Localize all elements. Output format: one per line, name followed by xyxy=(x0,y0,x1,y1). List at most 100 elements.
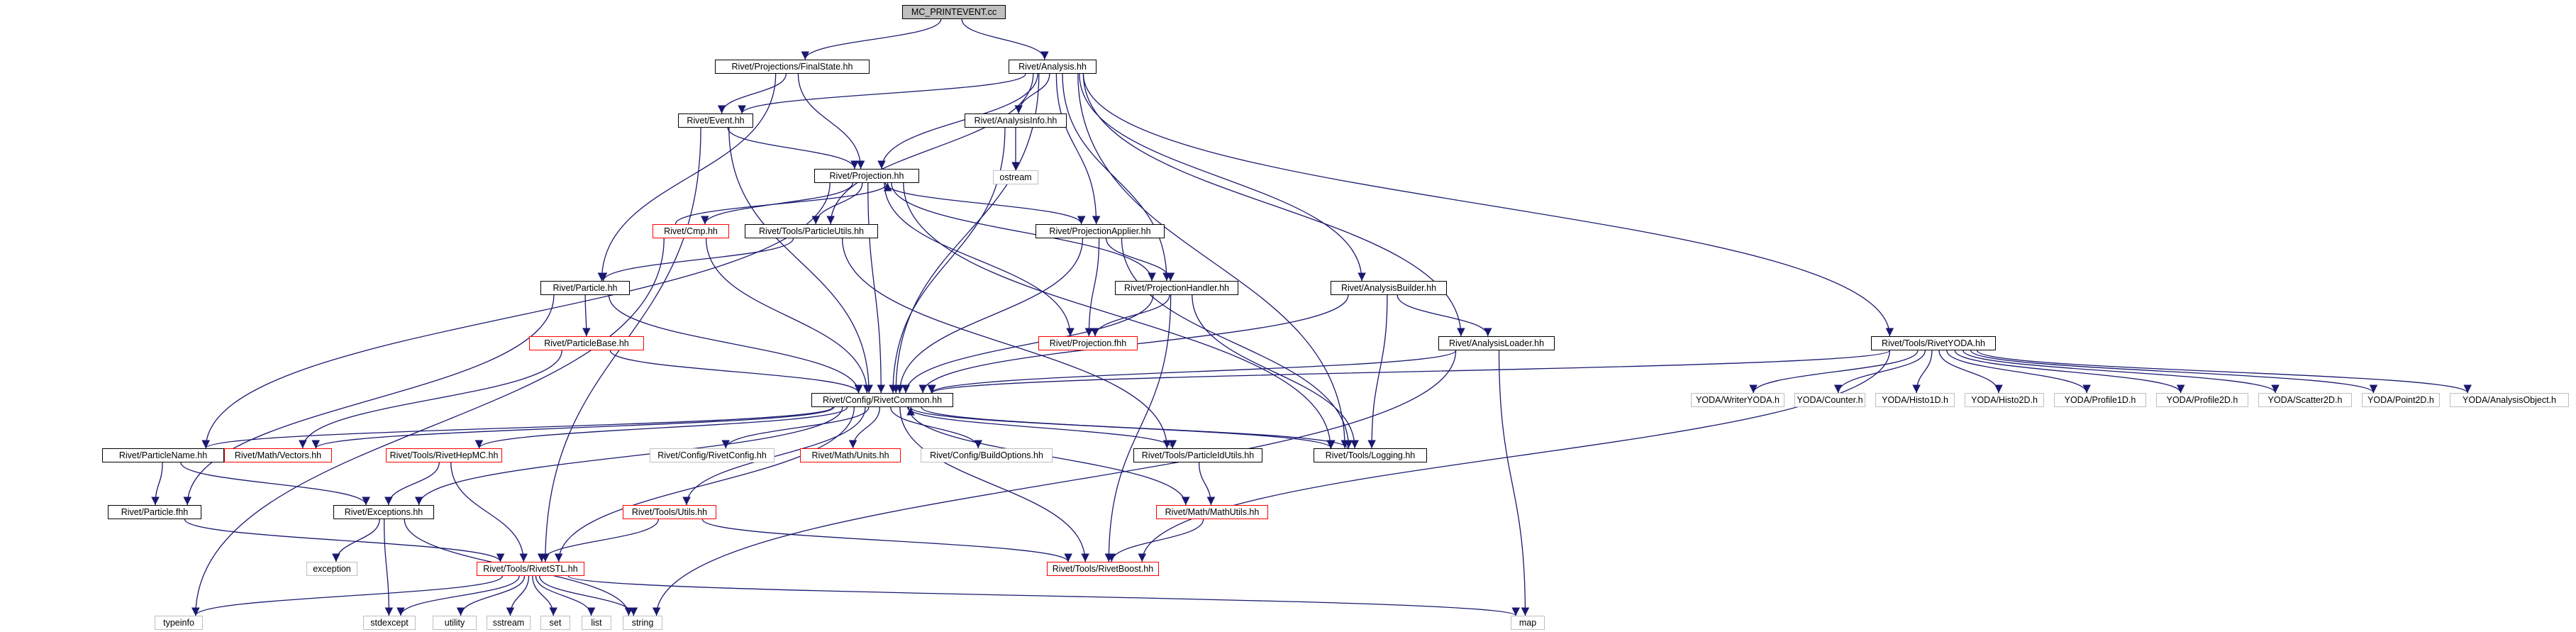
node-finalstate-hh[interactable]: Rivet/Projections/FinalState.hh xyxy=(715,60,870,74)
edge-rivetyoda-to-profile2d xyxy=(1954,350,2185,394)
node-profile1d-h: YODA/Profile1D.h xyxy=(2054,393,2146,407)
edge-rivetcommon-to-particlename xyxy=(201,406,833,449)
edge-particle-to-particlefhh xyxy=(183,294,555,506)
edge-projapplier-to-projfhh xyxy=(1084,238,1100,337)
node-analysisobject-h: YODA/AnalysisObject.h xyxy=(2450,393,2569,407)
edge-finalstate-to-projection xyxy=(797,73,865,170)
edge-analysisinfo-to-rivetcommon xyxy=(889,127,1006,394)
edge-hepmc-to-exceptions xyxy=(384,462,440,506)
node-sstream: sstream xyxy=(487,616,531,630)
edge-projapplier-to-rivetcommon xyxy=(895,238,1084,394)
edge-projection-to-particlename xyxy=(201,182,831,449)
node-particleidutils-hh[interactable]: Rivet/Tools/ParticleIdUtils.hh xyxy=(1133,448,1262,462)
edge-projection-to-projapplier xyxy=(884,182,1086,225)
node-rivetboost-hh[interactable]: Rivet/Tools/RivetBoost.hh xyxy=(1047,562,1159,576)
edge-particleutils-to-particle xyxy=(599,238,794,282)
node-projection-fhh[interactable]: Rivet/Projection.fhh xyxy=(1038,336,1138,350)
node-analysis-hh[interactable]: Rivet/Analysis.hh xyxy=(1009,60,1097,74)
edge-rivetcommon-to-rivetstl xyxy=(554,406,855,562)
node-map: map xyxy=(1511,616,1545,630)
edge-projapplier-to-logging xyxy=(1121,238,1353,449)
edge-finalstate-to-particle xyxy=(597,73,777,282)
edge-analysis-to-analysisinfo xyxy=(1014,73,1050,114)
node-histo1d-h: YODA/Histo1D.h xyxy=(1875,393,1955,407)
edge-analysis-to-particleutils xyxy=(826,73,1034,225)
edge-exceptions-to-stdexcept xyxy=(383,519,394,616)
node-particle-hh[interactable]: Rivet/Particle.hh xyxy=(540,281,630,295)
node-logging-hh[interactable]: Rivet/Tools/Logging.hh xyxy=(1314,448,1427,462)
node-particleutils-hh[interactable]: Rivet/Tools/ParticleUtils.hh xyxy=(745,224,878,238)
edge-particleidutils-to-mathutils xyxy=(1198,462,1216,506)
node-analysisbuilder-hh[interactable]: Rivet/AnalysisBuilder.hh xyxy=(1331,281,1447,295)
edge-rivetstl-to-string xyxy=(538,575,638,616)
node-mc-printevent-cc: MC_PRINTEVENT.cc xyxy=(902,5,1006,19)
edge-rivetstl-to-utility xyxy=(456,575,526,616)
edge-exceptions-to-exception xyxy=(332,519,380,562)
node-particlename-hh[interactable]: Rivet/ParticleName.hh xyxy=(102,448,224,462)
edge-particlename-to-particlefhh xyxy=(151,462,163,506)
edge-analysisbuilder-to-logging xyxy=(1367,294,1388,449)
node-units-hh[interactable]: Rivet/Math/Units.hh xyxy=(800,448,901,462)
node-tools-utils-hh[interactable]: Rivet/Tools/Utils.hh xyxy=(623,505,716,519)
edge-particlename-to-exceptions xyxy=(180,462,370,506)
edge-projhandler-to-logging xyxy=(1192,294,1359,449)
edge-rivetcommon-to-rivetboost xyxy=(899,406,1089,562)
edge-analysis-to-analysisbuilder xyxy=(1079,73,1366,282)
node-typeinfo: typeinfo xyxy=(155,616,203,630)
edge-logging-to-rivetcommon xyxy=(906,406,1348,449)
node-set: set xyxy=(540,616,570,630)
edge-rivetstl-to-stdexcept xyxy=(396,575,520,616)
node-stdexcept: stdexcept xyxy=(363,616,416,630)
node-particlebase-hh[interactable]: Rivet/ParticleBase.hh xyxy=(529,336,644,350)
edge-root-to-finalstate xyxy=(801,18,942,60)
node-rivetyoda-hh[interactable]: Rivet/Tools/RivetYODA.hh xyxy=(1871,336,1996,350)
node-event-hh[interactable]: Rivet/Event.hh xyxy=(678,113,753,128)
node-rivetcommon-hh[interactable]: Rivet/Config/RivetCommon.hh xyxy=(811,393,953,407)
edge-analysis-to-logging xyxy=(1077,73,1349,449)
edge-cmp-to-projection xyxy=(674,182,892,225)
edge-particlebase-to-vectors xyxy=(299,350,562,449)
node-projection-hh[interactable]: Rivet/Projection.hh xyxy=(814,169,919,183)
node-vectors-hh[interactable]: Rivet/Math/Vectors.hh xyxy=(224,448,332,462)
node-rivetconfig-hh: Rivet/Config/RivetConfig.hh xyxy=(650,448,775,462)
edge-root-to-analysis xyxy=(961,18,1049,60)
node-exception: exception xyxy=(306,562,357,576)
edge-event-to-rivetcommon xyxy=(728,127,874,394)
node-ostream: ostream xyxy=(993,170,1038,184)
node-cmp-hh[interactable]: Rivet/Cmp.hh xyxy=(653,224,729,238)
edge-rivetcommon-to-units xyxy=(848,406,881,449)
edge-toolsutils-to-rivetboost xyxy=(701,519,1072,562)
edge-rivetcommon-to-rivetconfig xyxy=(721,406,870,449)
node-histo2d-h: YODA/Histo2D.h xyxy=(1965,393,2044,407)
edge-rivetyoda-to-rivetcommon xyxy=(928,350,1891,394)
node-projectionapplier-hh[interactable]: Rivet/ProjectionApplier.hh xyxy=(1036,224,1165,238)
edge-particlebase-to-rivetcommon xyxy=(609,350,863,394)
edge-projection-to-projfhh xyxy=(884,182,1075,337)
node-mathutils-hh[interactable]: Rivet/Math/MathUtils.hh xyxy=(1156,505,1268,519)
node-analysisloader-hh[interactable]: Rivet/AnalysisLoader.hh xyxy=(1438,336,1555,350)
edge-analysisloader-to-rivetcommon xyxy=(927,350,1457,394)
edge-rivetyoda-to-point2d xyxy=(1970,350,2378,394)
edge-rivetyoda-to-profile1d xyxy=(1946,350,2091,394)
node-profile2d-h: YODA/Profile2D.h xyxy=(2156,393,2248,407)
node-projectionhandler-hh[interactable]: Rivet/ProjectionHandler.hh xyxy=(1115,281,1238,295)
node-analysisinfo-hh[interactable]: Rivet/AnalysisInfo.hh xyxy=(965,113,1067,128)
edge-projection-to-particleutils xyxy=(811,182,863,225)
edge-particleutils-to-particleidutils xyxy=(841,238,1172,449)
edge-rivetstl-to-list xyxy=(535,575,596,616)
node-exceptions-hh[interactable]: Rivet/Exceptions.hh xyxy=(333,505,434,519)
edge-cmp-to-typeinfo xyxy=(191,238,665,616)
edge-projection-to-logging xyxy=(903,182,1335,449)
edge-projapplier-to-projhandler xyxy=(1105,238,1175,282)
node-particle-fhh[interactable]: Rivet/Particle.fhh xyxy=(108,505,201,519)
edge-analysis-to-projhandler xyxy=(1062,73,1171,282)
edge-rivetyoda-to-histo1d xyxy=(1912,350,1933,394)
edge-cmp-to-rivetcommon xyxy=(705,238,872,394)
node-rivetstl-hh[interactable]: Rivet/Tools/RivetSTL.hh xyxy=(477,562,584,576)
node-rivethepmc-hh[interactable]: Rivet/Tools/RivetHepMC.hh xyxy=(386,448,502,462)
edge-analysis-to-rivetyoda xyxy=(1082,73,1894,337)
node-string: string xyxy=(623,616,662,630)
edge-rivetyoda-to-histo2d xyxy=(1938,350,2003,394)
edge-analysis-to-rivetcommon xyxy=(892,73,1040,394)
edge-particle-to-rivetcommon xyxy=(608,294,863,394)
